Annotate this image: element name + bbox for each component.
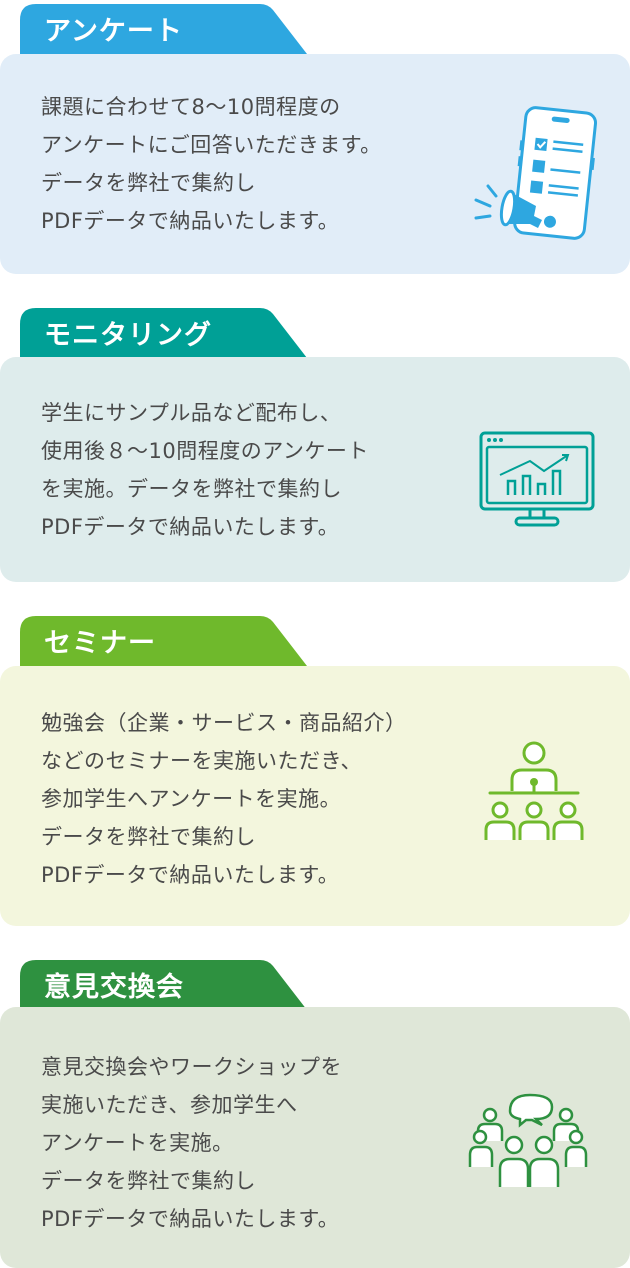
description-line: などのセミナーを実施いただき、 (41, 749, 363, 773)
opinion-exchange-tab: 意見交換会 (20, 960, 307, 1010)
monitor-chart-icon (478, 431, 598, 535)
description-line: 使用後８〜10問程度のアンケート (41, 439, 369, 463)
seminar-card: 勉強会（企業・サービス・商品紹介） などのセミナーを実施いただき、 参加学生へア… (0, 666, 630, 926)
description-line: アンケートにご回答いただきます。 (41, 133, 382, 157)
group-discussion-icon (468, 1091, 592, 1195)
monitoring-title: モニタリング (44, 320, 212, 351)
seminar-tab: セミナー (20, 616, 307, 666)
description-line: データを弊社で集約し (41, 1169, 256, 1193)
description-line: データを弊社で集約し (41, 825, 256, 849)
description-line: アンケートを実施。 (41, 1131, 234, 1155)
description-line: を実施。データを弊社で集約し (41, 477, 342, 501)
description-line: PDFデータで納品いたします。 (41, 515, 340, 539)
opinion-exchange-title: 意見交換会 (44, 972, 184, 1003)
description-line: 課題に合わせて8〜10問程度の (41, 95, 341, 119)
survey-description: 課題に合わせて8〜10問程度の アンケートにご回答いただきます。 データを弊社で… (41, 88, 382, 240)
description-line: 参加学生へアンケートを実施。 (41, 787, 342, 811)
monitoring-card: 学生にサンプル品など配布し、 使用後８〜10問程度のアンケート を実施。データを… (0, 357, 630, 582)
description-line: データを弊社で集約し (41, 171, 256, 195)
opinion-exchange-card: 意見交換会やワークショップを 実施いただき、参加学生へ アンケートを実施。 デー… (0, 1007, 630, 1268)
seminar-description: 勉強会（企業・サービス・商品紹介） などのセミナーを実施いただき、 参加学生へア… (41, 704, 407, 894)
seminar-title: セミナー (44, 628, 156, 659)
description-line: 学生にサンプル品など配布し、 (41, 401, 342, 425)
description-line: 実施いただき、参加学生へ (41, 1093, 298, 1117)
tab-shape (20, 616, 307, 666)
description-line: PDFデータで納品いたします。 (41, 863, 340, 887)
monitoring-description: 学生にサンプル品など配布し、 使用後８〜10問程度のアンケート を実施。データを… (41, 394, 369, 546)
survey-title: アンケート (44, 16, 183, 47)
description-line: PDFデータで納品いたします。 (41, 209, 340, 233)
smartphone-survey-megaphone-icon (470, 104, 605, 248)
tab-shape (20, 308, 307, 358)
description-line: 勉強会（企業・サービス・商品紹介） (41, 711, 407, 735)
tab-shape (20, 960, 307, 1010)
monitoring-tab: モニタリング (20, 308, 307, 358)
presenter-audience-icon (482, 740, 586, 848)
description-line: PDFデータで納品いたします。 (41, 1207, 340, 1231)
description-line: 意見交換会やワークショップを (41, 1055, 342, 1079)
survey-tab: アンケート (20, 4, 307, 54)
opinion-exchange-description: 意見交換会やワークショップを 実施いただき、参加学生へ アンケートを実施。 デー… (41, 1048, 342, 1238)
survey-card: 課題に合わせて8〜10問程度の アンケートにご回答いただきます。 データを弊社で… (0, 54, 630, 274)
tab-shape (20, 4, 307, 54)
